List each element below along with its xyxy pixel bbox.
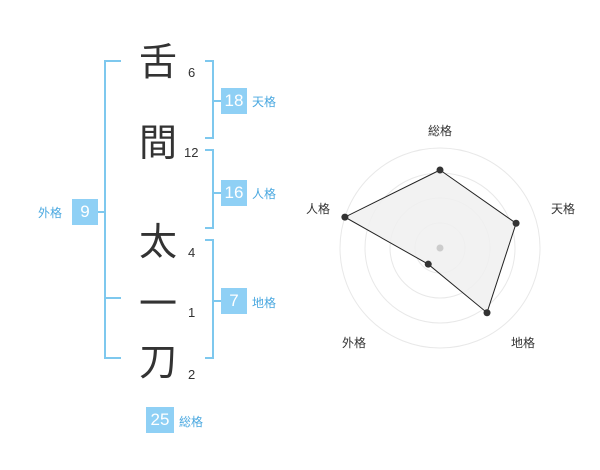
radar-label-soukaku: 総格 xyxy=(428,124,453,138)
stroke-count-2: 12 xyxy=(184,145,199,160)
name-char-2: 間 xyxy=(138,121,177,165)
tenkaku-bracket xyxy=(205,60,214,139)
stroke-count-5: 2 xyxy=(188,367,196,382)
gaikaku-bracket xyxy=(104,60,121,359)
radar-point-jinkaku xyxy=(341,213,349,221)
radar-ring xyxy=(339,147,541,349)
radar-point-chikaku xyxy=(483,309,491,317)
radar-point-gaikaku xyxy=(424,260,432,268)
soukaku-badge: 25 xyxy=(146,407,174,433)
jinkaku-label: 人格 xyxy=(252,187,277,201)
chikaku-badge: 7 xyxy=(221,288,247,314)
name-char-3: 太 xyxy=(138,220,177,264)
stroke-count-4: 1 xyxy=(188,305,196,320)
gaikaku-label: 外格 xyxy=(38,206,63,220)
radar-shape xyxy=(343,169,517,314)
radar-center-dot xyxy=(436,244,444,252)
tenkaku-label: 天格 xyxy=(252,95,277,109)
gaikaku-badge: 9 xyxy=(72,199,98,225)
jinkaku-bracket xyxy=(205,149,214,229)
tenkaku-badge: 18 xyxy=(221,88,247,114)
name-char-4: 一 xyxy=(138,282,177,326)
name-char-5: 刀 xyxy=(138,340,177,384)
radar-point-tenkaku xyxy=(512,219,520,227)
radar-label-gaikaku: 外格 xyxy=(342,336,367,350)
stroke-count-1: 6 xyxy=(188,65,196,80)
soukaku-label: 総格 xyxy=(179,415,204,429)
chikaku-label: 地格 xyxy=(252,296,277,310)
radar-points xyxy=(341,166,520,317)
chikaku-bracket xyxy=(205,239,214,359)
jinkaku-badge: 16 xyxy=(221,180,247,206)
radar-label-tenkaku: 天格 xyxy=(551,202,576,216)
radar-label-jinkaku: 人格 xyxy=(306,202,331,216)
radar-label-chikaku: 地格 xyxy=(511,336,536,350)
name-char-1: 舌 xyxy=(138,40,177,84)
stroke-count-3: 4 xyxy=(188,245,196,260)
radar-point-soukaku xyxy=(436,166,444,174)
